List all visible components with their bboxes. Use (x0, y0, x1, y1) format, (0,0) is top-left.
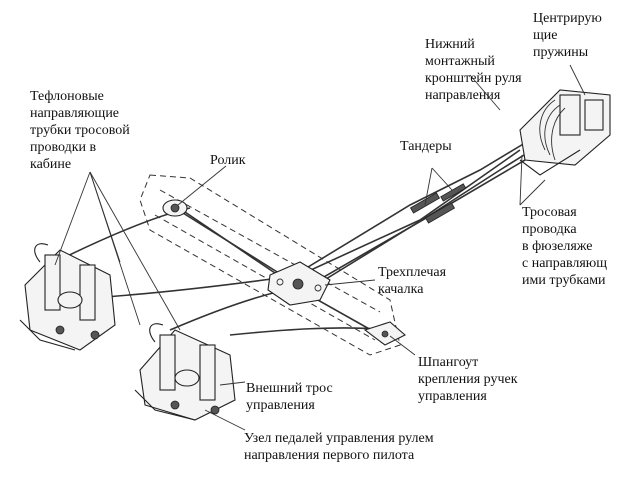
pedal-unit-left (19, 243, 116, 351)
label-line: Узел педалей управления рулем (244, 431, 434, 446)
bellcrank-part (267, 261, 331, 306)
roller-part (162, 199, 188, 217)
label-line: Внешний трос (246, 381, 333, 396)
label-line: ими трубками (522, 273, 606, 288)
label-line: кронштейн руля (425, 71, 522, 86)
label-line: Центрирую (533, 11, 602, 26)
label-line: направления (425, 88, 501, 103)
label-line: проводка (522, 222, 577, 237)
floor-panel-outline (139, 174, 401, 356)
label-line: Тросовая (522, 205, 577, 220)
label-outer-cable: Внешний трос управления (246, 380, 333, 414)
label-teflon-tubes: Тефлоновые направляющие трубки тросовой … (30, 88, 130, 173)
label-line: качалка (378, 282, 424, 297)
label-lower-bracket: Нижний монтажный кронштейн руля направле… (425, 36, 522, 104)
label-line: трубки тросовой (30, 123, 130, 138)
rudder-bracket-part (519, 89, 611, 176)
label-line: направления первого пилота (244, 448, 415, 463)
label-line: Шпангоут (418, 355, 479, 370)
label-tandems: Тандеры (400, 139, 452, 154)
label-frame: Шпангоут крепления ручек управления (418, 354, 518, 405)
label-bellcrank: Трехплечая качалка (378, 264, 446, 298)
label-fuselage-cable: Тросовая проводка в фюзеляже с направляю… (522, 204, 607, 289)
label-line: управления (246, 398, 315, 413)
label-line: управления (418, 389, 487, 404)
leader-lines (54, 64, 586, 431)
label-line: Тефлоновые (30, 89, 104, 104)
label-line: кабине (30, 157, 72, 172)
label-line: крепления ручек (418, 372, 518, 387)
label-line: щие (533, 28, 558, 43)
label-line: пружины (533, 45, 589, 60)
frame-bracket-part (363, 321, 406, 346)
label-centering-springs: Центрирую щие пружины (533, 10, 602, 61)
tandem-turnbuckles (409, 183, 467, 224)
label-line: Трехплечая (378, 265, 447, 280)
label-pedal-unit: Узел педалей управления рулем направлени… (244, 430, 434, 464)
label-line: в фюзеляже (522, 239, 593, 254)
label-line: направляющие (30, 106, 120, 121)
pedal-unit-right (134, 323, 236, 421)
label-line: монтажный (425, 54, 495, 69)
label-line: Нижний (425, 37, 475, 52)
label-line: с направляющ (522, 256, 608, 271)
label-line: проводки в (30, 140, 97, 155)
label-roller: Ролик (210, 153, 246, 168)
